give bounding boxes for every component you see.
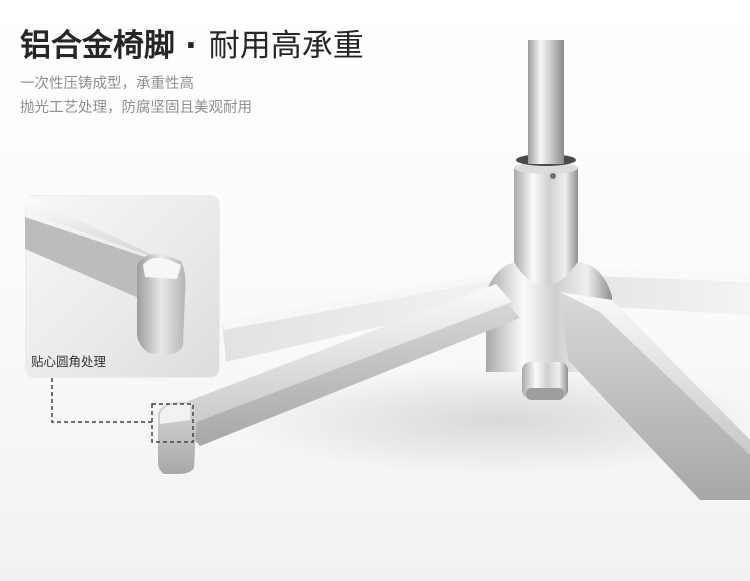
headline-separator: · — [185, 28, 197, 64]
gas-cylinder-sleeve — [514, 168, 578, 286]
callout-focus-frame — [151, 403, 194, 443]
headline-title: 铝合金椅脚 — [20, 28, 175, 64]
base-arm-front-left — [178, 296, 520, 446]
base-arm-front-right — [560, 292, 750, 500]
description-line-1: 一次性压铸成型，承重性高 — [20, 76, 194, 92]
detail-inset-illustration — [25, 195, 186, 355]
gas-lift-pole — [528, 40, 564, 164]
description-line-2: 抛光工艺处理，防腐坚固且美观耐用 — [20, 100, 252, 116]
rounded-foot-detail — [137, 254, 186, 355]
detail-inset: 贴心圆角处理 — [25, 195, 220, 378]
headline-subtitle: 耐用高承重 — [208, 28, 364, 64]
headline: 铝合金椅脚 · 耐用高承重 — [20, 26, 364, 66]
base-arm-back-left — [222, 270, 530, 362]
dashed-callout-line-icon — [51, 378, 152, 423]
callout-label: 贴心圆角处理 — [31, 354, 107, 369]
